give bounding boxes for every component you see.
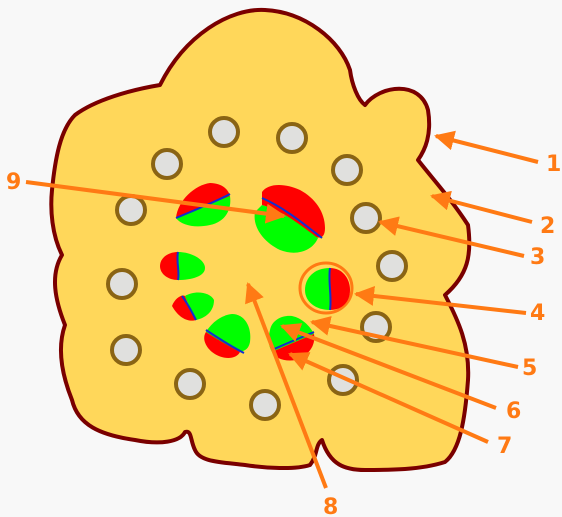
cell-circle bbox=[210, 118, 238, 146]
cell-circle bbox=[352, 204, 380, 232]
label-2: 2 bbox=[540, 214, 555, 239]
label-5: 5 bbox=[522, 356, 537, 381]
cell-circle bbox=[176, 370, 204, 398]
label-4: 4 bbox=[530, 301, 545, 326]
label-9: 9 bbox=[6, 170, 21, 195]
highlighted-vascular-bundle bbox=[300, 263, 352, 313]
label-1: 1 bbox=[546, 152, 561, 177]
cell-circle bbox=[112, 336, 140, 364]
label-8: 8 bbox=[323, 495, 338, 517]
cell-circle bbox=[333, 156, 361, 184]
cell-circle bbox=[108, 270, 136, 298]
cell-circle bbox=[117, 196, 145, 224]
cell-circle bbox=[153, 150, 181, 178]
label-3: 3 bbox=[530, 245, 545, 270]
cell-circle bbox=[251, 391, 279, 419]
cell-circle bbox=[278, 124, 306, 152]
label-6: 6 bbox=[506, 399, 521, 424]
label-7: 7 bbox=[497, 434, 512, 459]
cell-circle bbox=[378, 252, 406, 280]
